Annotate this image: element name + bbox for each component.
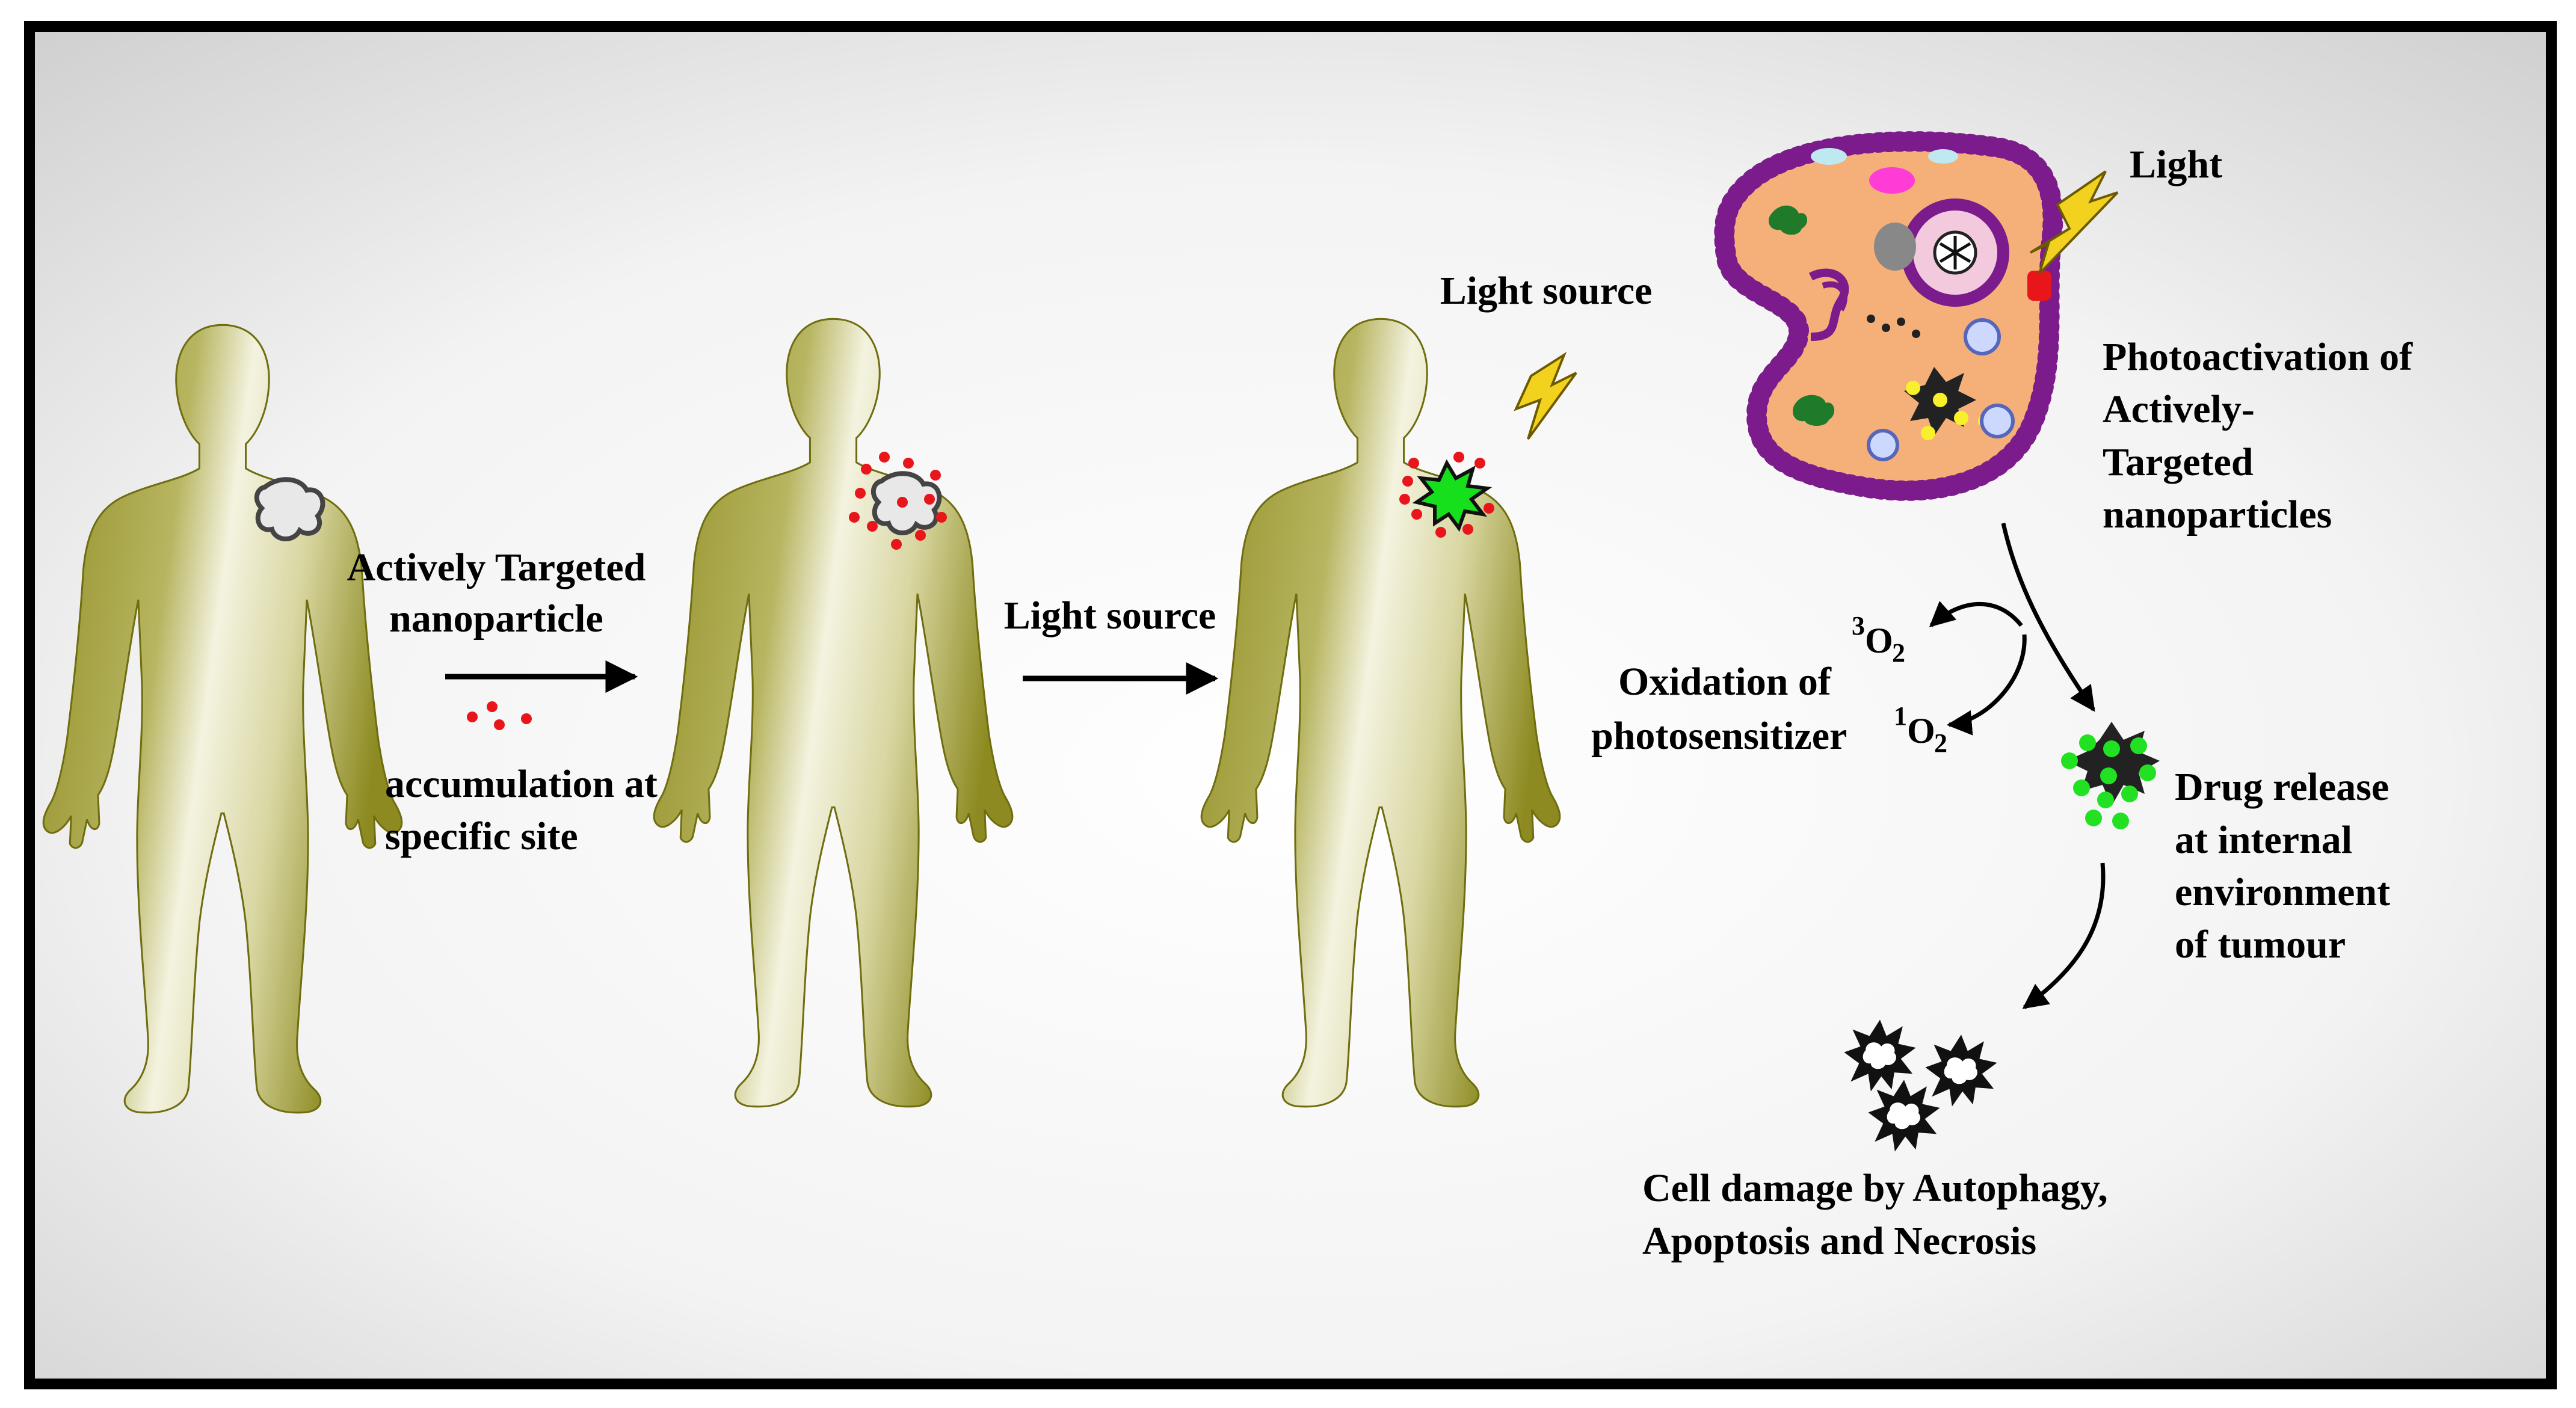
chloroplast-icon <box>1769 205 1808 235</box>
human-figure-3: Light source <box>1200 269 1653 1108</box>
photoactivation-label: Photoactivation of Actively- Targeted na… <box>2103 335 2413 536</box>
golgi-icon <box>1822 281 1847 312</box>
vesicle <box>1980 404 2015 438</box>
triplet-subscript: 2 <box>1892 638 1905 668</box>
gradient-background <box>35 32 2546 1379</box>
tumour-burst-icon <box>1412 459 1493 532</box>
triplet-symbol: O <box>1865 621 1893 660</box>
damage-line2: Apoptosis and Necrosis <box>1642 1219 2036 1263</box>
arrow-to-drug-release <box>2001 523 2095 712</box>
organelle <box>1811 148 1847 165</box>
drug-line4: of tumour <box>2175 923 2346 967</box>
singlet-superscript: 1 <box>1894 701 1907 731</box>
drug-line2: at internal <box>2175 818 2352 862</box>
vesicle <box>1964 318 2001 355</box>
oxygen-conversion: 3 O 2 1 O 2 Oxidation of photosensitizer <box>1591 523 2095 758</box>
damaged-cells: Cell damage by Autophagy, Apoptosis and … <box>1642 1019 2108 1263</box>
released-drug-dots <box>2061 734 2156 829</box>
vesicle <box>1867 429 1899 461</box>
membrane-channel <box>2027 271 2051 301</box>
photo-line1: Photoactivation of <box>2103 335 2413 379</box>
dna-icon <box>1939 236 1971 269</box>
golgi-icon <box>1808 268 1849 341</box>
nanoparticle-cluster <box>849 452 947 550</box>
tumour-icon <box>254 477 325 541</box>
step1-label-line1: Actively Targeted <box>347 546 646 589</box>
organelle <box>1874 223 1916 271</box>
organelle <box>1869 167 1915 194</box>
arrow-singlet-oxygen <box>1946 634 2027 736</box>
step1-below-line1: accumulation at <box>385 762 658 806</box>
step-2: Light source <box>1004 594 1219 695</box>
human-figure-1 <box>42 324 403 1114</box>
arrow-triplet-oxygen <box>1929 601 2023 627</box>
step1-below-line2: specific site <box>385 814 578 858</box>
light-source-label: Light source <box>1440 269 1653 313</box>
photo-line2: Actively- <box>2103 387 2255 431</box>
cell-outline <box>1722 139 2056 493</box>
triplet-superscript: 3 <box>1852 611 1865 641</box>
step-1: Actively Targeted nanoparticle accumulat… <box>347 546 658 858</box>
oxidation-line2: photosensitizer <box>1591 714 1847 758</box>
photo-line4: nanoparticles <box>2103 493 2332 536</box>
lightning-icon <box>1514 351 1577 440</box>
step1-label-line2: nanoparticle <box>389 597 603 641</box>
oxidation-line1: Oxidation of <box>1618 660 1832 704</box>
cell-light-label: Light <box>2130 143 2222 186</box>
drug-release: Drug release at internal environment of … <box>2022 722 2390 1009</box>
ribosome-dots <box>1867 315 1920 338</box>
arrow-to-cell-damage <box>2022 862 2106 1009</box>
nanoparticle-cluster <box>1399 452 1494 538</box>
cancer-cell: Light <box>1714 131 2222 501</box>
nanoparticle-dots <box>467 701 532 730</box>
drug-line1: Drug release <box>2175 765 2389 809</box>
drug-line3: environment <box>2175 870 2390 914</box>
chloroplast-icon <box>1793 395 1835 426</box>
lightning-icon <box>2029 170 2119 275</box>
photo-line3: Targeted <box>2103 440 2254 484</box>
human-figure-2 <box>653 318 1014 1108</box>
damage-line1: Cell damage by Autophagy, <box>1642 1166 2108 1210</box>
singlet-symbol: O <box>1907 711 1935 751</box>
step2-label: Light source <box>1004 594 1216 638</box>
singlet-subscript: 2 <box>1934 728 1947 758</box>
organelle <box>1928 149 1958 164</box>
